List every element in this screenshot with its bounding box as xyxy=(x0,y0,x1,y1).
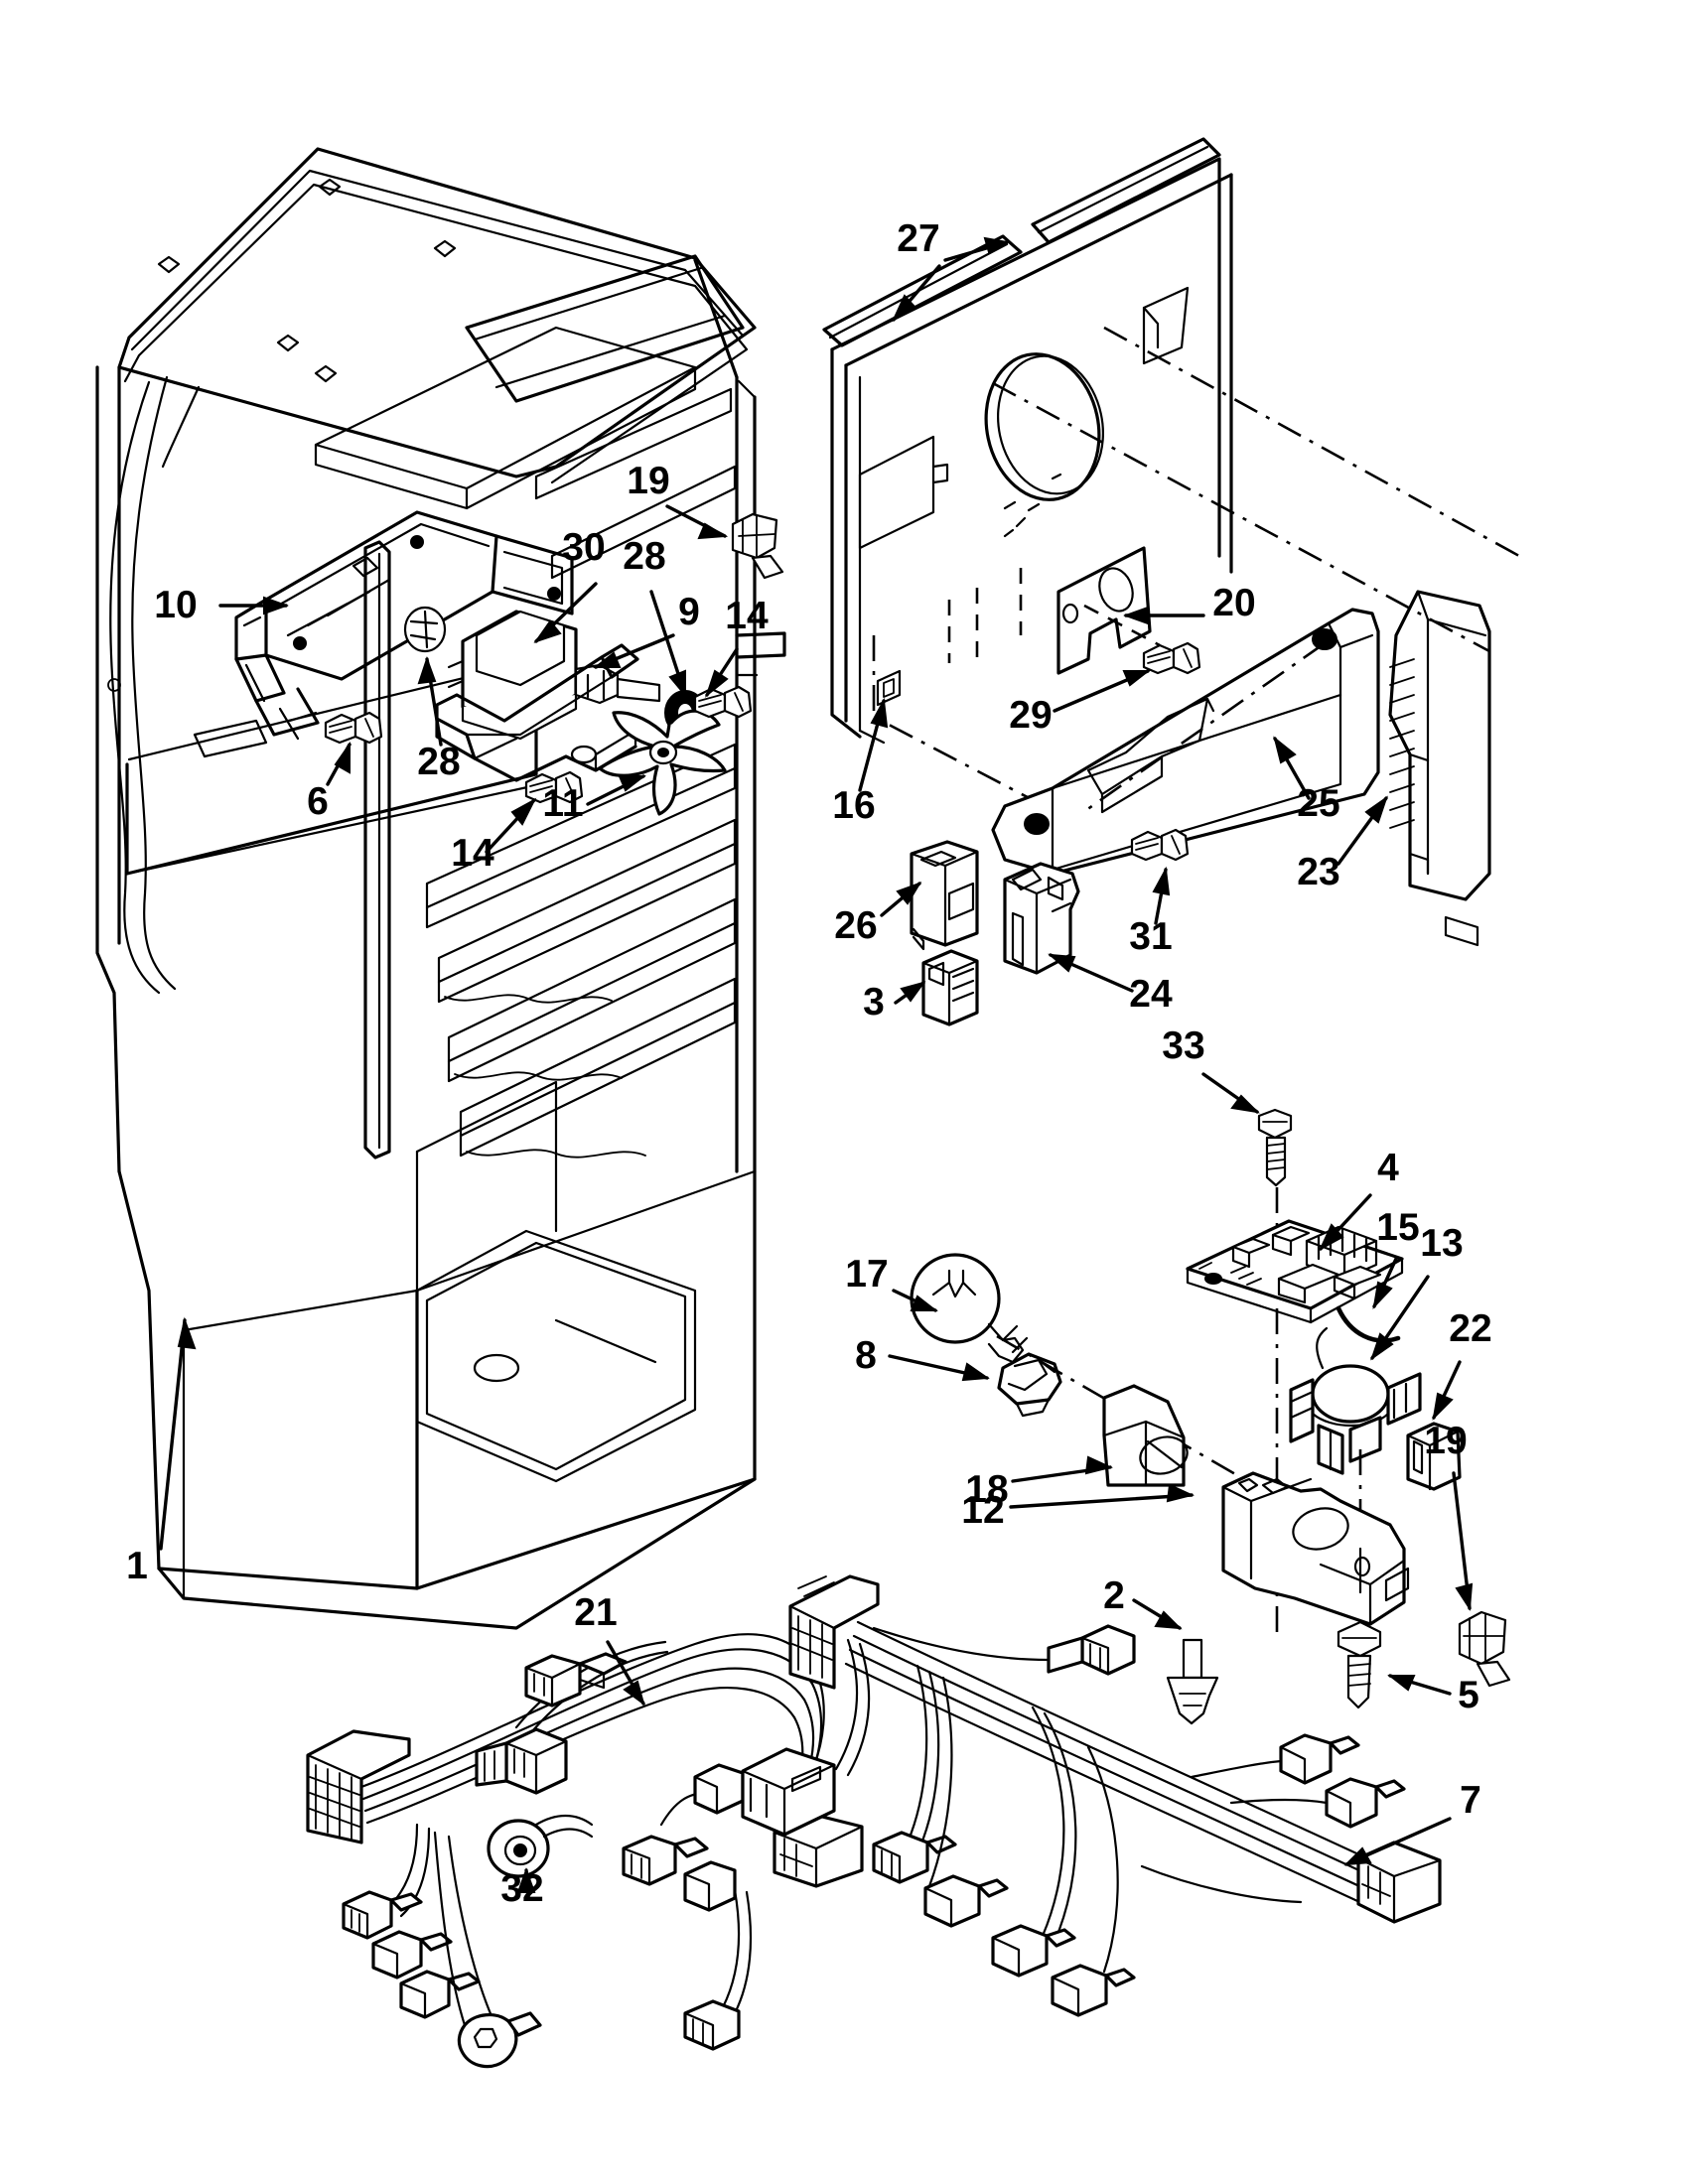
wire-connector-housing xyxy=(1003,862,1080,975)
callout-number-cabinet-wire-harness: 21 xyxy=(574,1591,617,1634)
callout-number-terminal-block: 3 xyxy=(863,981,885,1024)
light-assembly xyxy=(910,1253,1410,1725)
fan-mounting-screw xyxy=(524,685,753,804)
thermostat-cover-cap xyxy=(1406,1422,1462,1491)
callout-number-damper-retaining-screw: 29 xyxy=(1009,694,1052,737)
callout-number-evaporator-fan-motor: 30 xyxy=(562,526,605,569)
callout-number-liner-top-trim-strip: 27 xyxy=(897,217,939,260)
callout-number-lamp-socket: 8 xyxy=(855,1334,877,1377)
duct-mounting-screw xyxy=(1130,828,1190,862)
callout-number-damper-seal-plate: 20 xyxy=(1212,582,1255,624)
callout-number-evaporator-fan-blade: 11 xyxy=(542,782,583,825)
callout-number-electronic-control-board: 4 xyxy=(1377,1147,1399,1189)
callout-number-fan-motor-grommet: 28 xyxy=(417,741,460,783)
damper-seal-plate xyxy=(1056,546,1201,675)
electronic-control-board xyxy=(1186,1108,1404,1640)
callout-number-board-mounting-screw: 33 xyxy=(1162,1024,1204,1067)
main-wire-harness xyxy=(741,1574,1442,2017)
connector-parts xyxy=(910,840,1080,1026)
callout-number-liner-support-rail: 10 xyxy=(154,584,197,626)
callout-number-push-pin-fastener: 2 xyxy=(1103,1574,1125,1617)
callout-number-fan-motor-grommet: 28 xyxy=(623,535,665,578)
callout-number-light-housing-base: 12 xyxy=(961,1489,1004,1532)
mounting-screw xyxy=(1336,1620,1382,1709)
evaporator-fan-motor xyxy=(447,610,661,741)
cabinet-liner-assembly xyxy=(95,147,786,1630)
screw-bracket xyxy=(324,711,383,745)
callout-number-harness-grommet: 32 xyxy=(500,1867,543,1910)
evaporator-fan-assembly xyxy=(324,512,784,816)
damper-retaining-screw xyxy=(1142,641,1201,675)
callout-number-wire-retainer-clip: 19 xyxy=(627,460,669,502)
callout-number-screw-bracket: 6 xyxy=(307,780,329,823)
callout-number-fan-mounting-screw: 14 xyxy=(725,595,769,637)
fan-motor-bracket xyxy=(435,643,639,782)
wire-clip xyxy=(1336,1305,1401,1343)
push-pin-fastener xyxy=(1166,1638,1219,1725)
light-housing-base xyxy=(1221,1471,1410,1626)
wire-retainer-clip xyxy=(731,512,784,580)
liner-support-rail xyxy=(234,510,574,741)
callout-number-wire-clip: 15 xyxy=(1376,1206,1419,1249)
callout-number-rear-panel-bracket: 16 xyxy=(832,784,875,827)
cabinet-wire-harness xyxy=(306,1633,864,2069)
light-bulb xyxy=(910,1253,1029,1364)
callout-number-light-shield-cover: 18 xyxy=(965,1468,1008,1511)
callout-number-main-wire-harness: 7 xyxy=(1460,1779,1481,1822)
thermostat-assembly xyxy=(1289,1305,1511,1688)
light-shield-cover xyxy=(1102,1384,1189,1487)
rear-panel-assembly xyxy=(822,137,1520,806)
defrost-thermostat xyxy=(1289,1326,1422,1628)
callout-number-duct-mounting-screw: 31 xyxy=(1129,915,1172,958)
lamp-socket xyxy=(997,1352,1062,1418)
callout-number-wire-retainer-clip: 19 xyxy=(1424,1420,1467,1462)
callout-number-cabinet-liner: 1 xyxy=(126,1545,148,1587)
callout-number-thermostat-cover-cap: 22 xyxy=(1449,1307,1491,1350)
callout-number-wire-connector-block: 26 xyxy=(834,904,877,947)
harness-grommet xyxy=(487,1814,594,1878)
callout-number-fan-motor-bracket: 9 xyxy=(678,591,700,633)
board-mounting-screw xyxy=(1257,1108,1293,1187)
wire-connector-block xyxy=(910,840,979,951)
callout-leaders xyxy=(218,236,1474,1893)
callout-number-wire-connector-housing: 24 xyxy=(1129,973,1173,1016)
callout-number-defrost-thermostat: 13 xyxy=(1420,1222,1463,1265)
terminal-block xyxy=(921,949,979,1026)
rear-air-duct-assembly xyxy=(991,590,1491,947)
callout-number-air-duct-cover: 25 xyxy=(1297,782,1339,825)
evaporator-fan-blade xyxy=(598,699,727,816)
wire-retainer-clip xyxy=(1458,1610,1511,1688)
callout-number-mounting-screw: 5 xyxy=(1458,1674,1479,1716)
callout-number-labels: 1234567891011121314141516171819192021222… xyxy=(126,217,1492,1910)
callout-number-light-bulb: 17 xyxy=(845,1253,888,1296)
callout-number-fan-mounting-screw: 14 xyxy=(451,832,494,875)
callout-number-rear-air-duct-panel: 23 xyxy=(1297,851,1339,893)
